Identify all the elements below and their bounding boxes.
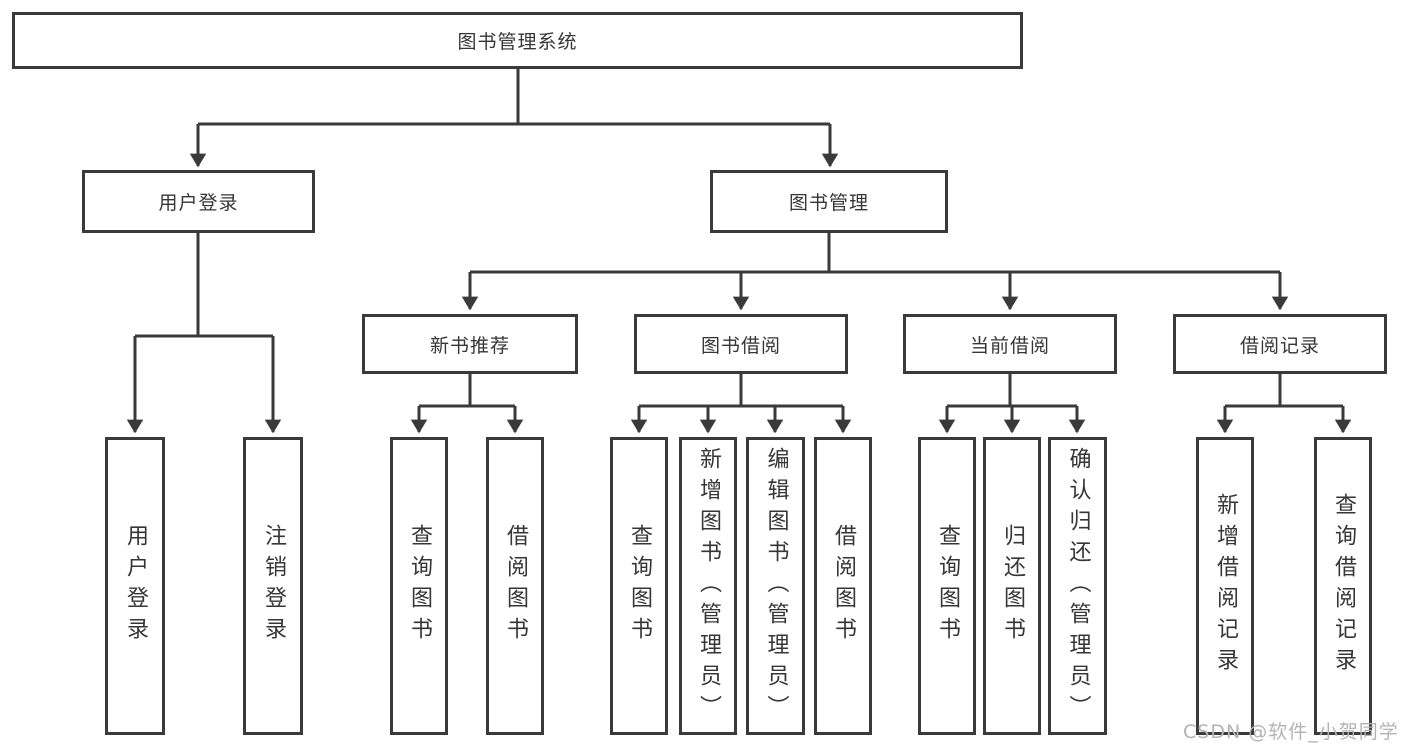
node-root-library-system: 图书管理系统	[12, 12, 1023, 69]
leaf-return-books-label: 归还图书	[1000, 524, 1025, 648]
leaf-current-query-books-label: 查询图书	[935, 524, 960, 648]
leaf-borrowing-borrow-books-label: 借阅图书	[831, 524, 856, 648]
node-new-book-recommend: 新书推荐	[362, 314, 578, 374]
leaf-confirm-return-admin-label: 确认归还（管理员）	[1065, 446, 1091, 726]
leaf-add-books-admin: 新增图书（管理员）	[679, 437, 737, 735]
leaf-edit-books-admin-label: 编辑图书（管理员）	[763, 446, 789, 726]
node-book-management: 图书管理	[710, 170, 948, 233]
leaf-newbook-borrow-books-label: 借阅图书	[503, 524, 528, 648]
leaf-add-borrow-record-label: 新增借阅记录	[1213, 493, 1238, 679]
leaf-newbook-query-books: 查询图书	[390, 437, 448, 735]
leaf-confirm-return-admin: 确认归还（管理员）	[1048, 437, 1107, 735]
leaf-edit-books-admin: 编辑图书（管理员）	[746, 437, 805, 735]
leaf-newbook-borrow-books: 借阅图书	[486, 437, 544, 735]
leaf-add-borrow-record: 新增借阅记录	[1196, 437, 1254, 735]
csdn-watermark: CSDN @软件_小贺同学	[1183, 721, 1399, 743]
node-current-borrowing: 当前借阅	[903, 314, 1117, 374]
leaf-borrowing-query-books: 查询图书	[610, 437, 668, 735]
leaf-newbook-query-books-label: 查询图书	[407, 524, 432, 648]
leaf-add-books-admin-label: 新增图书（管理员）	[696, 446, 721, 726]
leaf-return-books: 归还图书	[983, 437, 1041, 735]
node-borrowing-records: 借阅记录	[1173, 314, 1387, 374]
node-user-login: 用户登录	[82, 170, 315, 233]
leaf-user-login-label: 用户登录	[123, 524, 148, 648]
leaf-user-login: 用户登录	[105, 437, 165, 735]
leaf-query-borrow-record-label: 查询借阅记录	[1331, 493, 1356, 679]
node-book-borrowing: 图书借阅	[634, 314, 848, 374]
leaf-query-borrow-record: 查询借阅记录	[1314, 437, 1372, 735]
leaf-logout: 注销登录	[243, 437, 303, 735]
leaf-borrowing-borrow-books: 借阅图书	[814, 437, 872, 735]
leaf-current-query-books: 查询图书	[918, 437, 976, 735]
leaf-logout-label: 注销登录	[261, 524, 286, 648]
leaf-borrowing-query-books-label: 查询图书	[627, 524, 652, 648]
